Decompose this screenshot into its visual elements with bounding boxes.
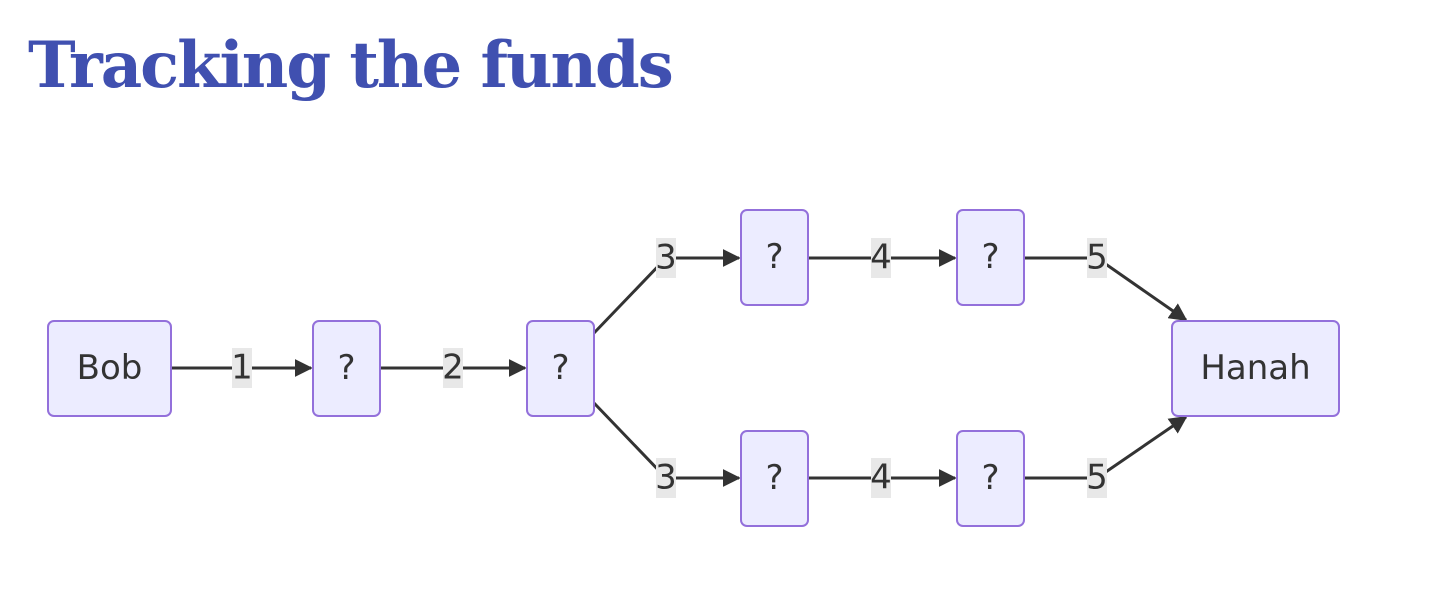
edge-n2-to-n3a: 3 — [592, 238, 741, 335]
edge-label-background — [1087, 458, 1107, 498]
edge-n1-to-n2: 2 — [380, 348, 527, 388]
node-box — [526, 320, 595, 417]
node-box — [1171, 320, 1340, 417]
edge-label-background — [1087, 238, 1107, 278]
edge-label: 3 — [655, 458, 677, 498]
node-n1: ? — [312, 320, 381, 417]
node-label: Bob — [77, 348, 143, 388]
edge-label: 4 — [870, 238, 892, 278]
edge-label: 5 — [1086, 458, 1108, 498]
node-bob: Bob — [47, 320, 172, 417]
edge-n4b-to-hanah: 5 — [1024, 415, 1188, 498]
node-n2: ? — [526, 320, 595, 417]
node-label: ? — [551, 348, 569, 388]
node-n3b: ? — [740, 430, 809, 527]
node-box — [956, 430, 1025, 527]
edge-label: 2 — [442, 348, 464, 388]
edge-label: 3 — [655, 238, 677, 278]
edge-label-background — [656, 238, 676, 278]
node-label: ? — [765, 458, 783, 498]
node-label: Hanah — [1200, 348, 1310, 388]
node-label: ? — [981, 237, 999, 277]
node-box — [47, 320, 172, 417]
edge-n2-to-n3b: 3 — [592, 401, 741, 498]
node-hanah: Hanah — [1171, 320, 1340, 417]
node-box — [312, 320, 381, 417]
edge-label-background — [443, 348, 463, 388]
edge-n3a-to-n4a: 4 — [808, 238, 957, 278]
edge-label-background — [871, 238, 891, 278]
edge-label: 4 — [870, 458, 892, 498]
edge-n4a-to-hanah: 5 — [1024, 238, 1188, 322]
node-box — [740, 430, 809, 527]
node-n3a: ? — [740, 209, 809, 306]
node-n4b: ? — [956, 430, 1025, 527]
edge-label-background — [656, 458, 676, 498]
edge-label: 1 — [231, 348, 253, 388]
node-n4a: ? — [956, 209, 1025, 306]
node-box — [740, 209, 809, 306]
node-label: ? — [765, 237, 783, 277]
page-title: Tracking the funds — [28, 28, 674, 103]
nodes-layer: Bob?????? Hanah — [47, 209, 1340, 527]
node-label: ? — [981, 458, 999, 498]
node-label: ? — [337, 348, 355, 388]
edge-label-background — [232, 348, 252, 388]
edges-layer: 1 2 3 4 5 3 4 5 — [171, 238, 1188, 498]
edge-bob-to-n1: 1 — [171, 348, 313, 388]
edge-label-background — [871, 458, 891, 498]
edge-label: 5 — [1086, 238, 1108, 278]
node-box — [956, 209, 1025, 306]
edge-n3b-to-n4b: 4 — [808, 458, 957, 498]
